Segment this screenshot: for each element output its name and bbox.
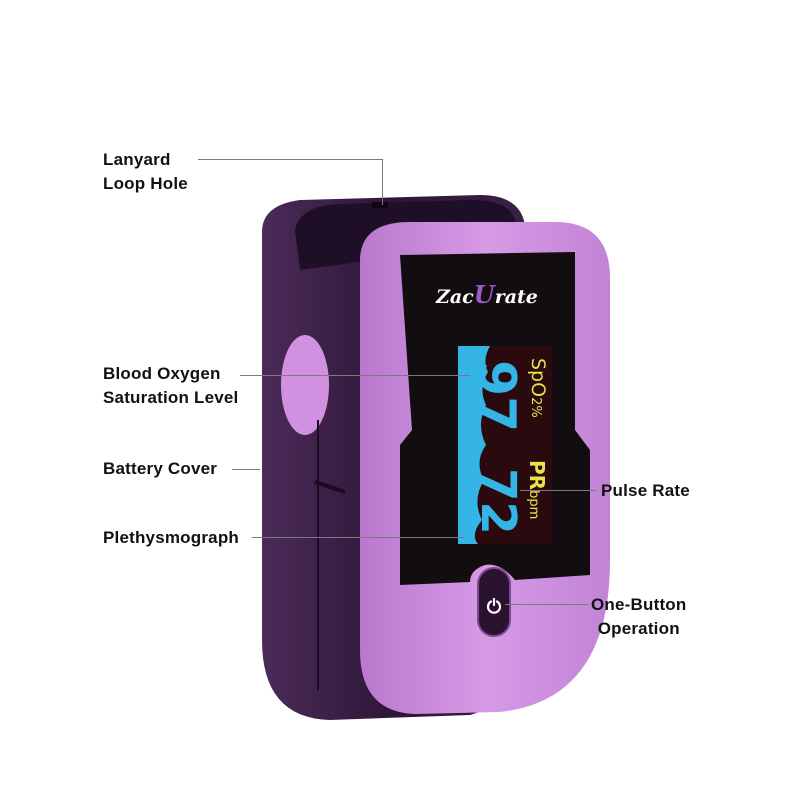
side-bulge (281, 335, 329, 435)
battery-callout-line (232, 469, 260, 470)
brand-accent-letter: U (473, 280, 495, 309)
brand-suffix: rate (494, 286, 538, 308)
pulse-rate-label: Pulse Rate (601, 481, 690, 500)
pr-label-text: PR (525, 460, 549, 491)
plethysmograph-wave (458, 346, 490, 544)
plethysmograph-label: Plethysmograph (103, 528, 239, 547)
brand-prefix: Zac (436, 286, 474, 308)
lanyard-hole (372, 202, 388, 208)
lanyard-callout-line-h (198, 159, 382, 160)
pr-value: 72 (470, 468, 526, 535)
pr-unit: bpm (526, 490, 541, 520)
button-callout-line (505, 604, 588, 605)
one-button-operation-label: One-Button Operation (591, 593, 686, 641)
spo2-callout-line (240, 375, 470, 376)
label-line: Operation (597, 619, 680, 638)
spo2-label: SpO2% (525, 358, 549, 418)
spo2-unit: 2% (528, 397, 543, 418)
power-icon-glyph (486, 597, 502, 614)
spo2-label-text: SpO (527, 358, 549, 398)
label-line: Saturation Level (103, 388, 239, 407)
brand-logo: ZacUrate (436, 280, 538, 309)
power-icon[interactable] (486, 597, 502, 614)
pleth-callout-line (252, 537, 464, 538)
spo2-value: 97 (466, 360, 526, 433)
pulse-callout-line (520, 490, 596, 491)
lanyard-callout-line-v (382, 159, 383, 205)
label-line: One-Button (591, 595, 687, 614)
label-line: Blood Oxygen (103, 364, 221, 383)
battery-cover-label: Battery Cover (103, 459, 218, 478)
blood-oxygen-label: Blood Oxygen Saturation Level (103, 362, 238, 410)
lanyard-loop-hole-label: Lanyard Loop Hole (103, 148, 188, 196)
label-line: Loop Hole (103, 174, 188, 193)
label-line: Lanyard (103, 150, 171, 169)
